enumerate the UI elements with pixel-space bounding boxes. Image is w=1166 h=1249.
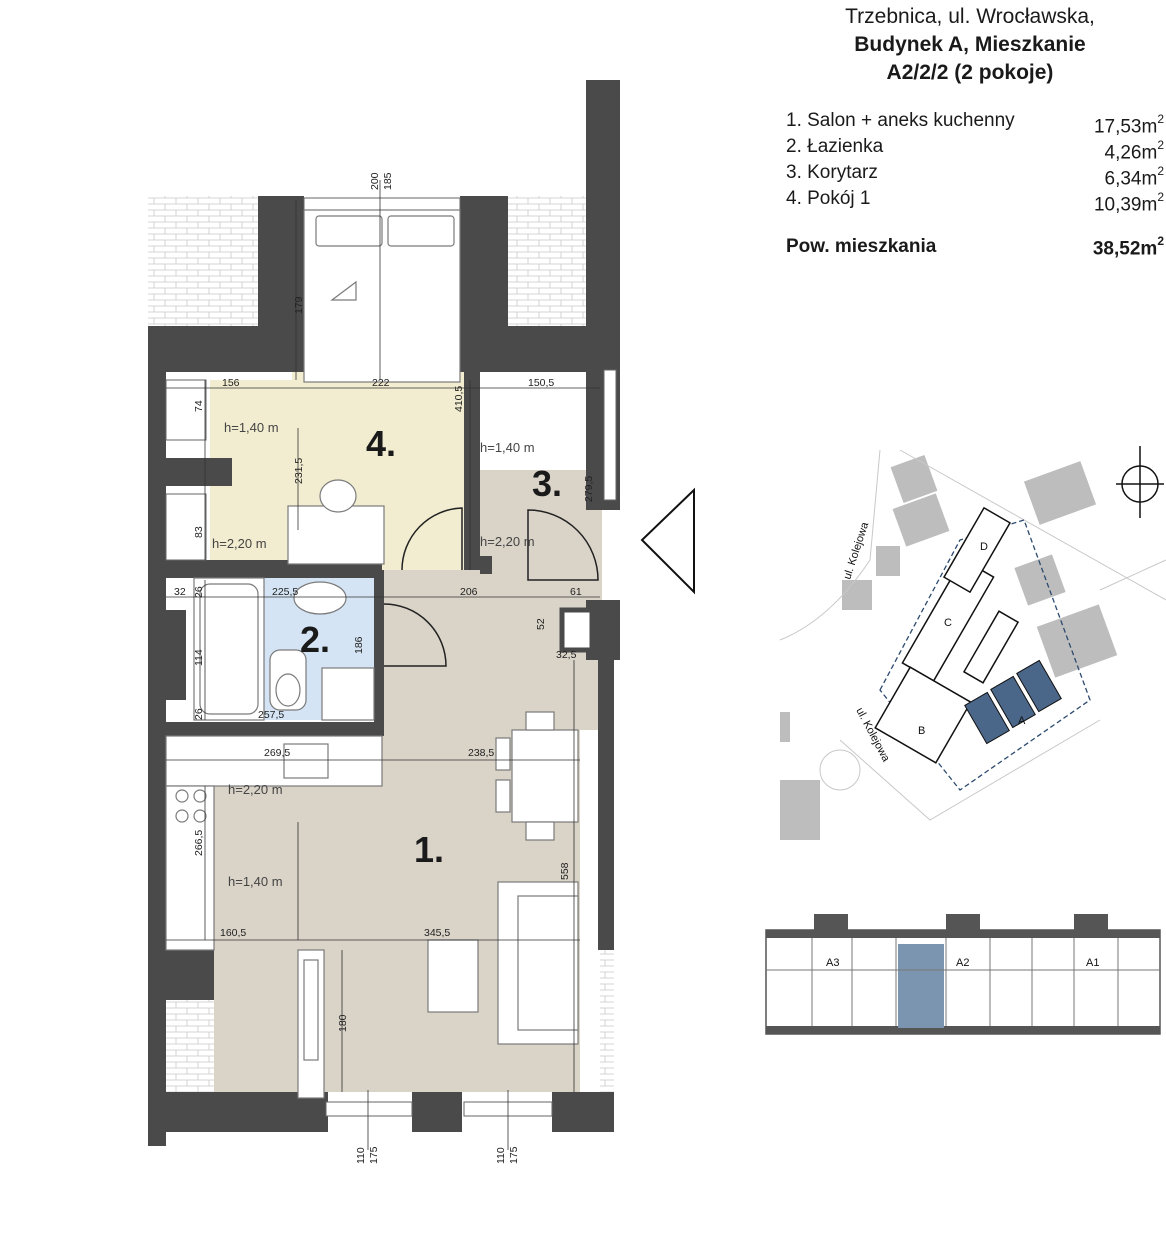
height-labels: h=1,40 m h=2,20 m h=1,40 m h=2,20 m h=2,… <box>212 420 535 889</box>
dim-label: 410,5 <box>453 386 465 412</box>
room-list: 1. Salon + aneks kuchenny 17,53m2 2. Łaz… <box>786 108 1165 216</box>
building-label: C <box>944 617 952 629</box>
room-label: 2. Łazienka <box>786 136 884 157</box>
dim-label: 200 <box>369 172 381 190</box>
stair-label: A2 <box>956 957 969 969</box>
total-area-row: Pow. mieszkania 38,52m2 <box>786 234 1164 260</box>
door-room-4 <box>401 507 463 571</box>
room-area: 10,39m2 <box>1093 190 1164 216</box>
floor-strip: A3 A2 A1 <box>765 914 1161 1035</box>
room-row: 1. Salon + aneks kuchenny 17,53m2 <box>786 108 1164 138</box>
dimension-labels: 200 185 179 156 222 410,5 150,5 74 231,5… <box>174 172 595 1164</box>
room-row: 3. Korytarz 6,34m2 <box>786 160 1165 190</box>
room-area: 17,53m2 <box>1093 112 1164 138</box>
north-arrow-icon <box>1116 446 1164 518</box>
dim-label: 156 <box>222 377 240 389</box>
dim-label: 175 <box>508 1146 520 1164</box>
dim-label: 32,5 <box>556 649 577 661</box>
terrace-hatch <box>600 950 614 1130</box>
sofa <box>427 881 579 1045</box>
room-number-3: 3. <box>532 463 562 504</box>
bathroom-fixtures <box>193 577 375 721</box>
dim-label: 160,5 <box>220 927 246 939</box>
dim-label: 257,5 <box>258 709 284 721</box>
door-bathroom <box>383 603 447 667</box>
site-map: A B C D ul. Kolejowa ul. Kolejowa <box>779 449 1166 840</box>
height-label: h=2,20 m <box>212 536 267 551</box>
stair-label: A1 <box>1086 957 1099 969</box>
entrance-arrow-icon <box>640 487 695 595</box>
dim-label: 222 <box>372 377 390 389</box>
dim-label: 32 <box>174 586 186 598</box>
room-area: 4,26m2 <box>1104 138 1165 164</box>
dim-label: 26 <box>193 708 205 720</box>
dim-label: 52 <box>535 618 547 630</box>
dim-label: 179 <box>293 296 305 314</box>
dim-label: 269,5 <box>264 747 290 759</box>
dim-label: 83 <box>193 526 205 538</box>
dim-label: 206 <box>460 586 478 598</box>
street-label: ul. Kolejowa <box>841 520 871 581</box>
dim-label: 345,5 <box>424 927 450 939</box>
address-line: Trzebnica, ul. Wrocławska, <box>845 5 1095 28</box>
building-apartment-line: Budynek A, Mieszkanie <box>854 33 1086 56</box>
dimension-lines <box>166 180 600 1150</box>
dim-label: 26 <box>193 586 205 598</box>
total-label: Pow. mieszkania <box>786 236 937 257</box>
dim-label: 238,5 <box>468 747 494 759</box>
bed <box>303 209 461 383</box>
dim-label: 61 <box>570 586 582 598</box>
terrace-hatch <box>508 196 588 326</box>
dim-label: 150,5 <box>528 377 554 389</box>
room-row: 4. Pokój 1 10,39m2 <box>786 186 1164 216</box>
room-label: 3. Korytarz <box>786 162 878 183</box>
room-number-2: 2. <box>300 619 330 660</box>
dim-label: 231,5 <box>293 458 305 484</box>
tv-cabinet <box>297 949 325 1099</box>
total-area: 38,52m2 <box>1092 234 1164 260</box>
kitchen <box>165 735 383 951</box>
dim-label: 558 <box>559 862 571 880</box>
dim-label: 186 <box>353 636 365 654</box>
dim-label: 74 <box>193 400 205 412</box>
dim-label: 110 <box>355 1147 367 1164</box>
door-corridor <box>527 509 599 581</box>
dim-label: 110 <box>495 1147 507 1164</box>
dim-label: 175 <box>368 1146 380 1164</box>
terrace-hatch <box>148 196 258 326</box>
room-label: 4. Pokój 1 <box>786 188 871 209</box>
dim-label: 279,5 <box>583 476 595 502</box>
dim-label: 225,5 <box>272 586 298 598</box>
desk <box>287 479 385 565</box>
height-label: h=1,40 m <box>480 440 535 455</box>
dining-table <box>495 711 579 841</box>
height-label: h=1,40 m <box>224 420 279 435</box>
room-row: 2. Łazienka 4,26m2 <box>786 134 1165 164</box>
room-label: 1. Salon + aneks kuchenny <box>786 110 1015 131</box>
height-label: h=1,40 m <box>228 874 283 889</box>
stair-label: A3 <box>826 957 839 969</box>
apartment-code-line: A2/2/2 (2 pokoje) <box>886 61 1054 84</box>
building-label: B <box>918 725 925 737</box>
room-number-1: 1. <box>414 829 444 870</box>
building-label: D <box>980 541 988 553</box>
room-number-4: 4. <box>366 423 396 464</box>
building-label: A <box>1018 715 1026 727</box>
dim-label: 266,5 <box>193 830 205 856</box>
dim-label: 114 <box>193 649 205 666</box>
height-label: h=2,20 m <box>480 534 535 549</box>
dim-label: 180 <box>337 1014 349 1032</box>
room-area: 6,34m2 <box>1104 164 1165 190</box>
walls <box>148 80 620 1146</box>
dim-label: 185 <box>382 172 394 190</box>
height-label: h=2,20 m <box>228 782 283 797</box>
